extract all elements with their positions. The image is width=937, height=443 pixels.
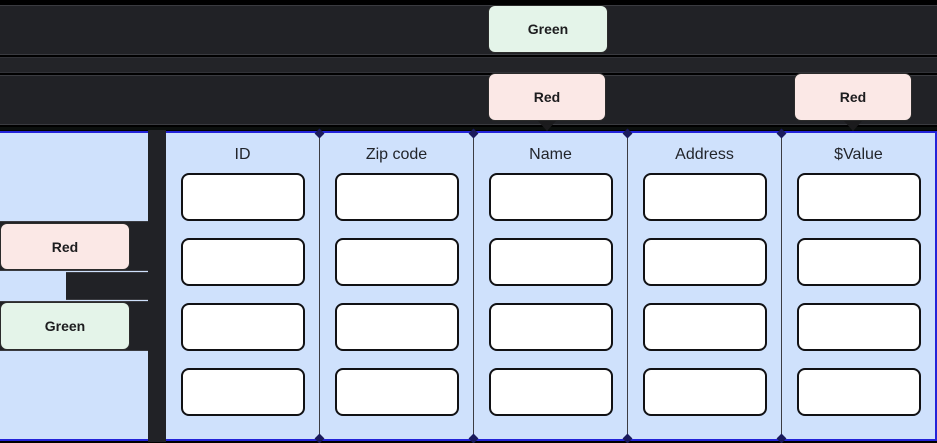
toolbar-row-1 (0, 5, 937, 55)
column-header-id: ID (234, 146, 251, 163)
input-cell-address-3[interactable] (642, 303, 767, 351)
input-cell-name-3[interactable] (488, 303, 613, 351)
left-dark-strip-2 (66, 272, 162, 300)
panel-table-gutter (148, 130, 166, 442)
input-cell-name-1[interactable] (488, 173, 613, 221)
input-cell-zip-code-3[interactable] (334, 303, 459, 351)
input-cell-id-2[interactable] (180, 238, 305, 286)
pointer-triangle-value-icon (844, 121, 862, 131)
column-header-address: Address (675, 146, 734, 163)
table-column-address: Address (628, 128, 787, 443)
input-cell-id-4[interactable] (180, 368, 305, 416)
annotation-chip-red-name[interactable]: Red (488, 73, 606, 121)
form-table: ID Zip code Name Addres (166, 128, 937, 443)
input-cell-value-3[interactable] (796, 303, 921, 351)
input-cell-id-1[interactable] (180, 173, 305, 221)
input-cell-value-2[interactable] (796, 238, 921, 286)
column-header-name: Name (529, 146, 572, 163)
table-column-value: $Value (782, 133, 935, 439)
table-column-zip-code: Zip code (320, 128, 479, 443)
input-cell-zip-code-4[interactable] (334, 368, 459, 416)
annotation-chip-red-side[interactable]: Red (0, 223, 130, 270)
input-cell-id-3[interactable] (180, 303, 305, 351)
input-cell-zip-code-1[interactable] (334, 173, 459, 221)
input-cell-name-2[interactable] (488, 238, 613, 286)
column-header-zip-code: Zip code (365, 146, 428, 163)
annotation-chip-label: Green (44, 318, 86, 334)
toolbar-row-2 (0, 57, 937, 73)
table-column-id: ID (166, 128, 325, 443)
annotation-chip-label: Green (527, 21, 569, 37)
input-cell-value-4[interactable] (796, 368, 921, 416)
toolbar-row-3 (0, 75, 937, 125)
annotation-chip-green-side[interactable]: Green (0, 302, 130, 350)
input-cell-name-4[interactable] (488, 368, 613, 416)
input-cell-value-1[interactable] (796, 173, 921, 221)
column-header-value: $Value (834, 146, 883, 163)
pointer-triangle-name-icon (538, 121, 556, 131)
table-column-name: Name (474, 128, 633, 443)
annotation-chip-green-top[interactable]: Green (488, 5, 608, 53)
input-cell-zip-code-2[interactable] (334, 238, 459, 286)
annotation-chip-label: Red (51, 238, 79, 255)
input-cell-address-1[interactable] (642, 173, 767, 221)
annotation-chip-label: Red (839, 89, 867, 105)
toolbar-row-divider (0, 127, 937, 130)
annotation-chip-label: Red (533, 89, 561, 105)
input-cell-address-2[interactable] (642, 238, 767, 286)
annotation-chip-red-value[interactable]: Red (794, 73, 912, 121)
input-cell-address-4[interactable] (642, 368, 767, 416)
